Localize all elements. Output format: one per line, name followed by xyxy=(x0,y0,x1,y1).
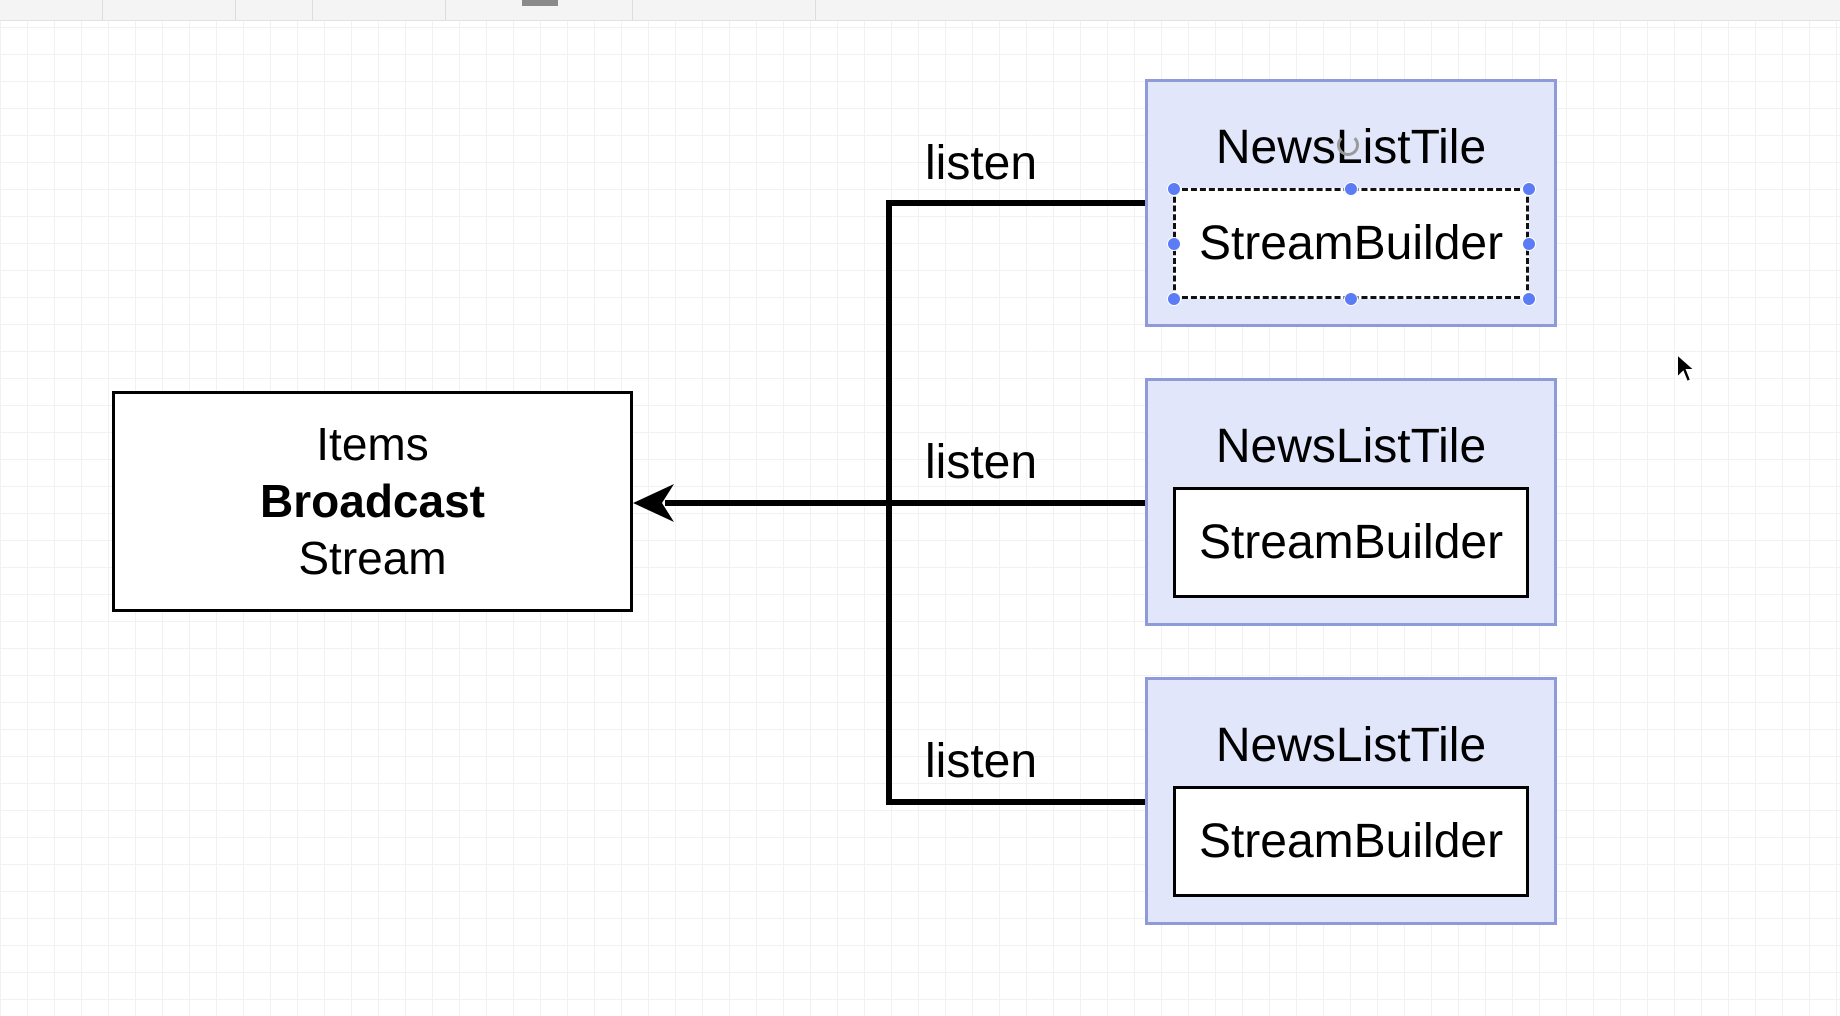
stream-builder-label: StreamBuilder xyxy=(1198,815,1504,868)
stream-label-stream: Stream xyxy=(298,532,447,584)
stream-builder-3[interactable]: StreamBuilder xyxy=(1173,786,1529,897)
resize-handle-bottom[interactable] xyxy=(1344,292,1358,306)
news-list-tile-1[interactable]: NewsListTile StreamBuilder xyxy=(1145,79,1557,327)
edge-label-listen-1: listen xyxy=(925,137,1038,190)
stream-label-broadcast: Broadcast xyxy=(260,475,485,527)
stream-builder-label: StreamBuilder xyxy=(1198,516,1504,569)
toolbar-separator xyxy=(632,0,633,20)
toolbar-separator xyxy=(312,0,313,20)
news-list-tile-2[interactable]: NewsListTile StreamBuilder xyxy=(1145,378,1557,626)
toolbar-icon[interactable] xyxy=(522,0,558,6)
toolbar-separator xyxy=(445,0,446,20)
toolbar-strip xyxy=(0,0,1840,21)
arrowhead xyxy=(633,484,674,522)
stream-builder-2[interactable]: StreamBuilder xyxy=(1173,487,1529,598)
news-list-tile-3[interactable]: NewsListTile StreamBuilder xyxy=(1145,677,1557,925)
items-broadcast-stream-box[interactable]: Items Broadcast Stream xyxy=(112,391,633,612)
loading-spinner-icon xyxy=(1337,134,1359,156)
tile-title: NewsListTile xyxy=(1215,719,1487,772)
toolbar-separator xyxy=(815,0,816,20)
toolbar-separator xyxy=(235,0,236,20)
resize-handle-top[interactable] xyxy=(1344,182,1358,196)
resize-handle-bottom-right[interactable] xyxy=(1522,292,1536,306)
edge-label-listen-2: listen xyxy=(925,436,1038,489)
stream-builder-1-selected[interactable]: StreamBuilder xyxy=(1173,188,1529,299)
tile-title: NewsListTile xyxy=(1215,420,1487,473)
mouse-pointer-icon xyxy=(1675,351,1698,389)
resize-handle-right[interactable] xyxy=(1522,237,1536,251)
resize-handle-top-right[interactable] xyxy=(1522,182,1536,196)
resize-handle-top-left[interactable] xyxy=(1167,182,1181,196)
edge-label-listen-3: listen xyxy=(925,735,1038,788)
resize-handle-left[interactable] xyxy=(1167,237,1181,251)
stream-label-items: Items xyxy=(316,418,429,470)
stream-builder-label: StreamBuilder xyxy=(1198,217,1504,270)
resize-handle-bottom-left[interactable] xyxy=(1167,292,1181,306)
toolbar-separator xyxy=(102,0,103,20)
